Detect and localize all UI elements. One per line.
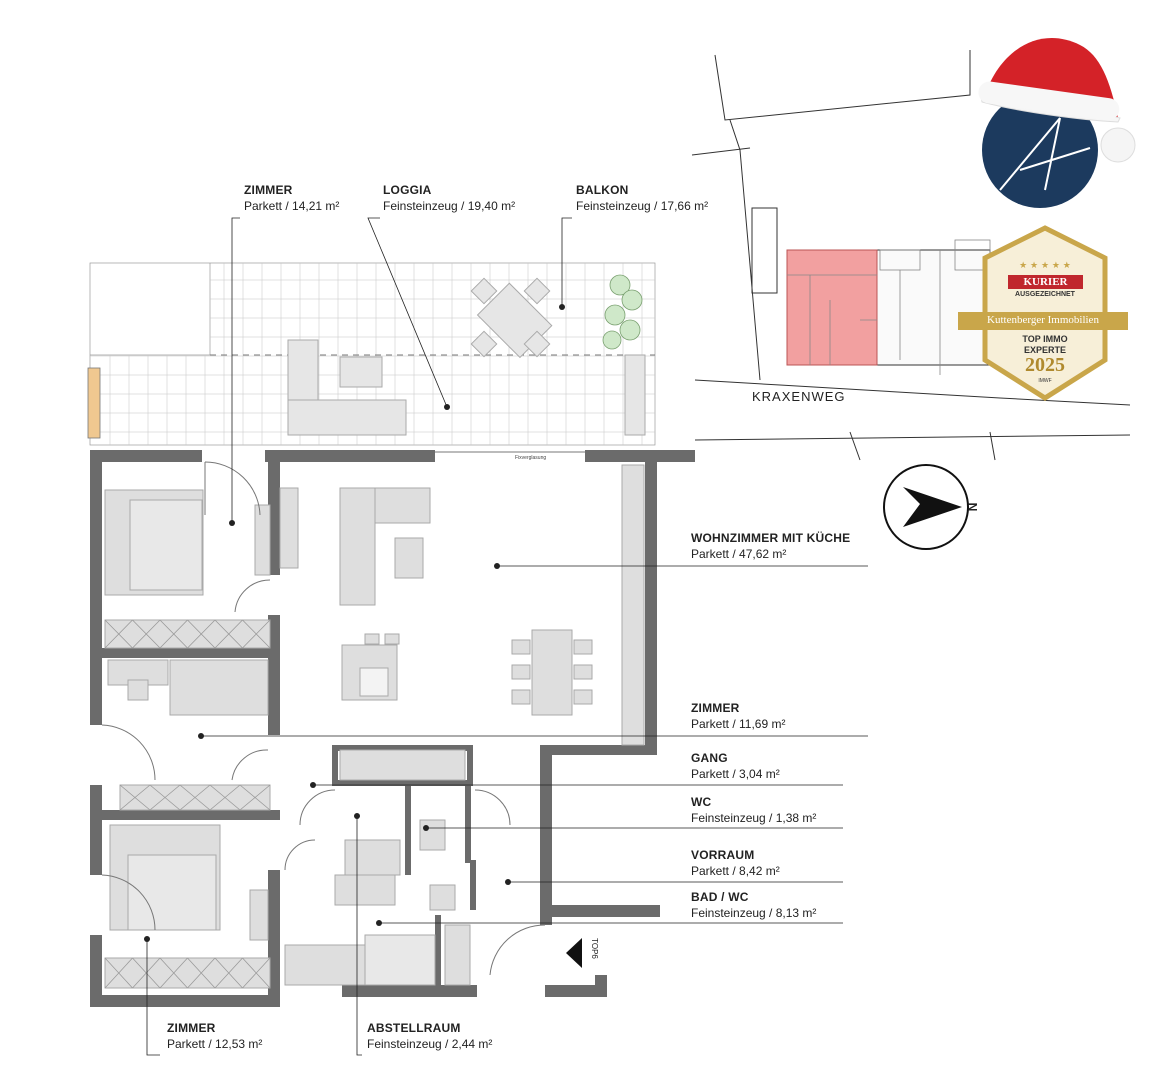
room-label-zimmer2: ZIMMER Parkett / 11,69 m² (691, 700, 785, 732)
room-spec: Feinsteinzeug / 2,44 m² (367, 1037, 493, 1051)
door-swings (101, 451, 585, 976)
svg-text:★ ★ ★ ★ ★: ★ ★ ★ ★ ★ (1019, 261, 1071, 271)
walls (90, 450, 695, 1007)
room-title: WC (691, 795, 712, 809)
room-label-bad: BAD / WC Feinsteinzeug / 8,13 m² (691, 889, 816, 921)
room-title: BALKON (576, 183, 629, 197)
room-label-abstellraum: ABSTELLRAUM Feinsteinzeug / 2,44 m² (367, 1020, 492, 1052)
entrance-arrow-icon (566, 938, 582, 968)
room-spec: Parkett / 11,69 m² (691, 717, 786, 731)
room-label-vorraum: VORRAUM Parkett / 8,42 m² (691, 847, 780, 879)
room-spec: Feinsteinzeug / 8,13 m² (691, 906, 817, 920)
santa-hat-icon (978, 38, 1136, 163)
room-title: BAD / WC (691, 890, 749, 904)
badge-experte: EXPERTE (1023, 345, 1066, 355)
leader-lines (146, 217, 868, 1056)
room-label-zimmer1: ZIMMER Parkett / 14,21 m² (244, 182, 339, 214)
room-spec: Parkett / 14,21 m² (244, 199, 340, 213)
badge-small: IMWF (1038, 378, 1052, 384)
compass-icon (883, 464, 969, 550)
room-spec: Parkett / 12,53 m² (167, 1037, 263, 1051)
room-spec: Parkett / 3,04 m² (691, 767, 780, 781)
room-spec: Feinsteinzeug / 1,38 m² (691, 811, 817, 825)
room-title: ABSTELLRAUM (367, 1021, 461, 1035)
room-spec: Feinsteinzeug / 17,66 m² (576, 199, 709, 213)
badge-ribbon: Kuttenberger Immobilien (987, 314, 1099, 326)
room-title: WOHNZIMMER MIT KÜCHE (691, 531, 851, 545)
furniture (104, 464, 645, 989)
unit-label: TOP6 (589, 938, 599, 959)
badge-year: 2025 (1025, 354, 1065, 376)
room-label-zimmer3: ZIMMER Parkett / 12,53 m² (167, 1020, 262, 1052)
room-title: ZIMMER (691, 701, 740, 715)
room-spec: Feinsteinzeug / 19,40 m² (383, 199, 516, 213)
highlighted-unit (786, 249, 878, 366)
room-spec: Parkett / 47,62 m² (691, 547, 787, 561)
badge-ausgezeichnet: AUSGEZEICHNET (1015, 291, 1075, 298)
room-label-balkon: BALKON Feinsteinzeug / 17,66 m² (576, 182, 708, 214)
room-spec: Parkett / 8,42 m² (691, 864, 780, 878)
room-label-gang: GANG Parkett / 3,04 m² (691, 750, 780, 782)
street-label: KRAXENWEG (752, 389, 846, 404)
glazing-label: Fixverglasung (515, 455, 547, 461)
room-title: VORRAUM (691, 848, 755, 862)
room-title: ZIMMER (167, 1021, 216, 1035)
room-title: GANG (691, 751, 728, 765)
north-label: N (965, 502, 980, 512)
room-label-wc: WC Feinsteinzeug / 1,38 m² (691, 794, 816, 826)
company-logo (982, 92, 1098, 208)
room-title: ZIMMER (244, 183, 293, 197)
badge-top-immo: TOP IMMO (1022, 334, 1068, 344)
room-label-loggia: LOGGIA Feinsteinzeug / 19,40 m² (383, 182, 515, 214)
badge-kurier: KURIER (1023, 276, 1068, 288)
award-badge (958, 225, 1128, 401)
room-title: LOGGIA (383, 183, 432, 197)
room-label-wohnzimmer: WOHNZIMMER MIT KÜCHE Parkett / 47,62 m² (691, 530, 850, 562)
